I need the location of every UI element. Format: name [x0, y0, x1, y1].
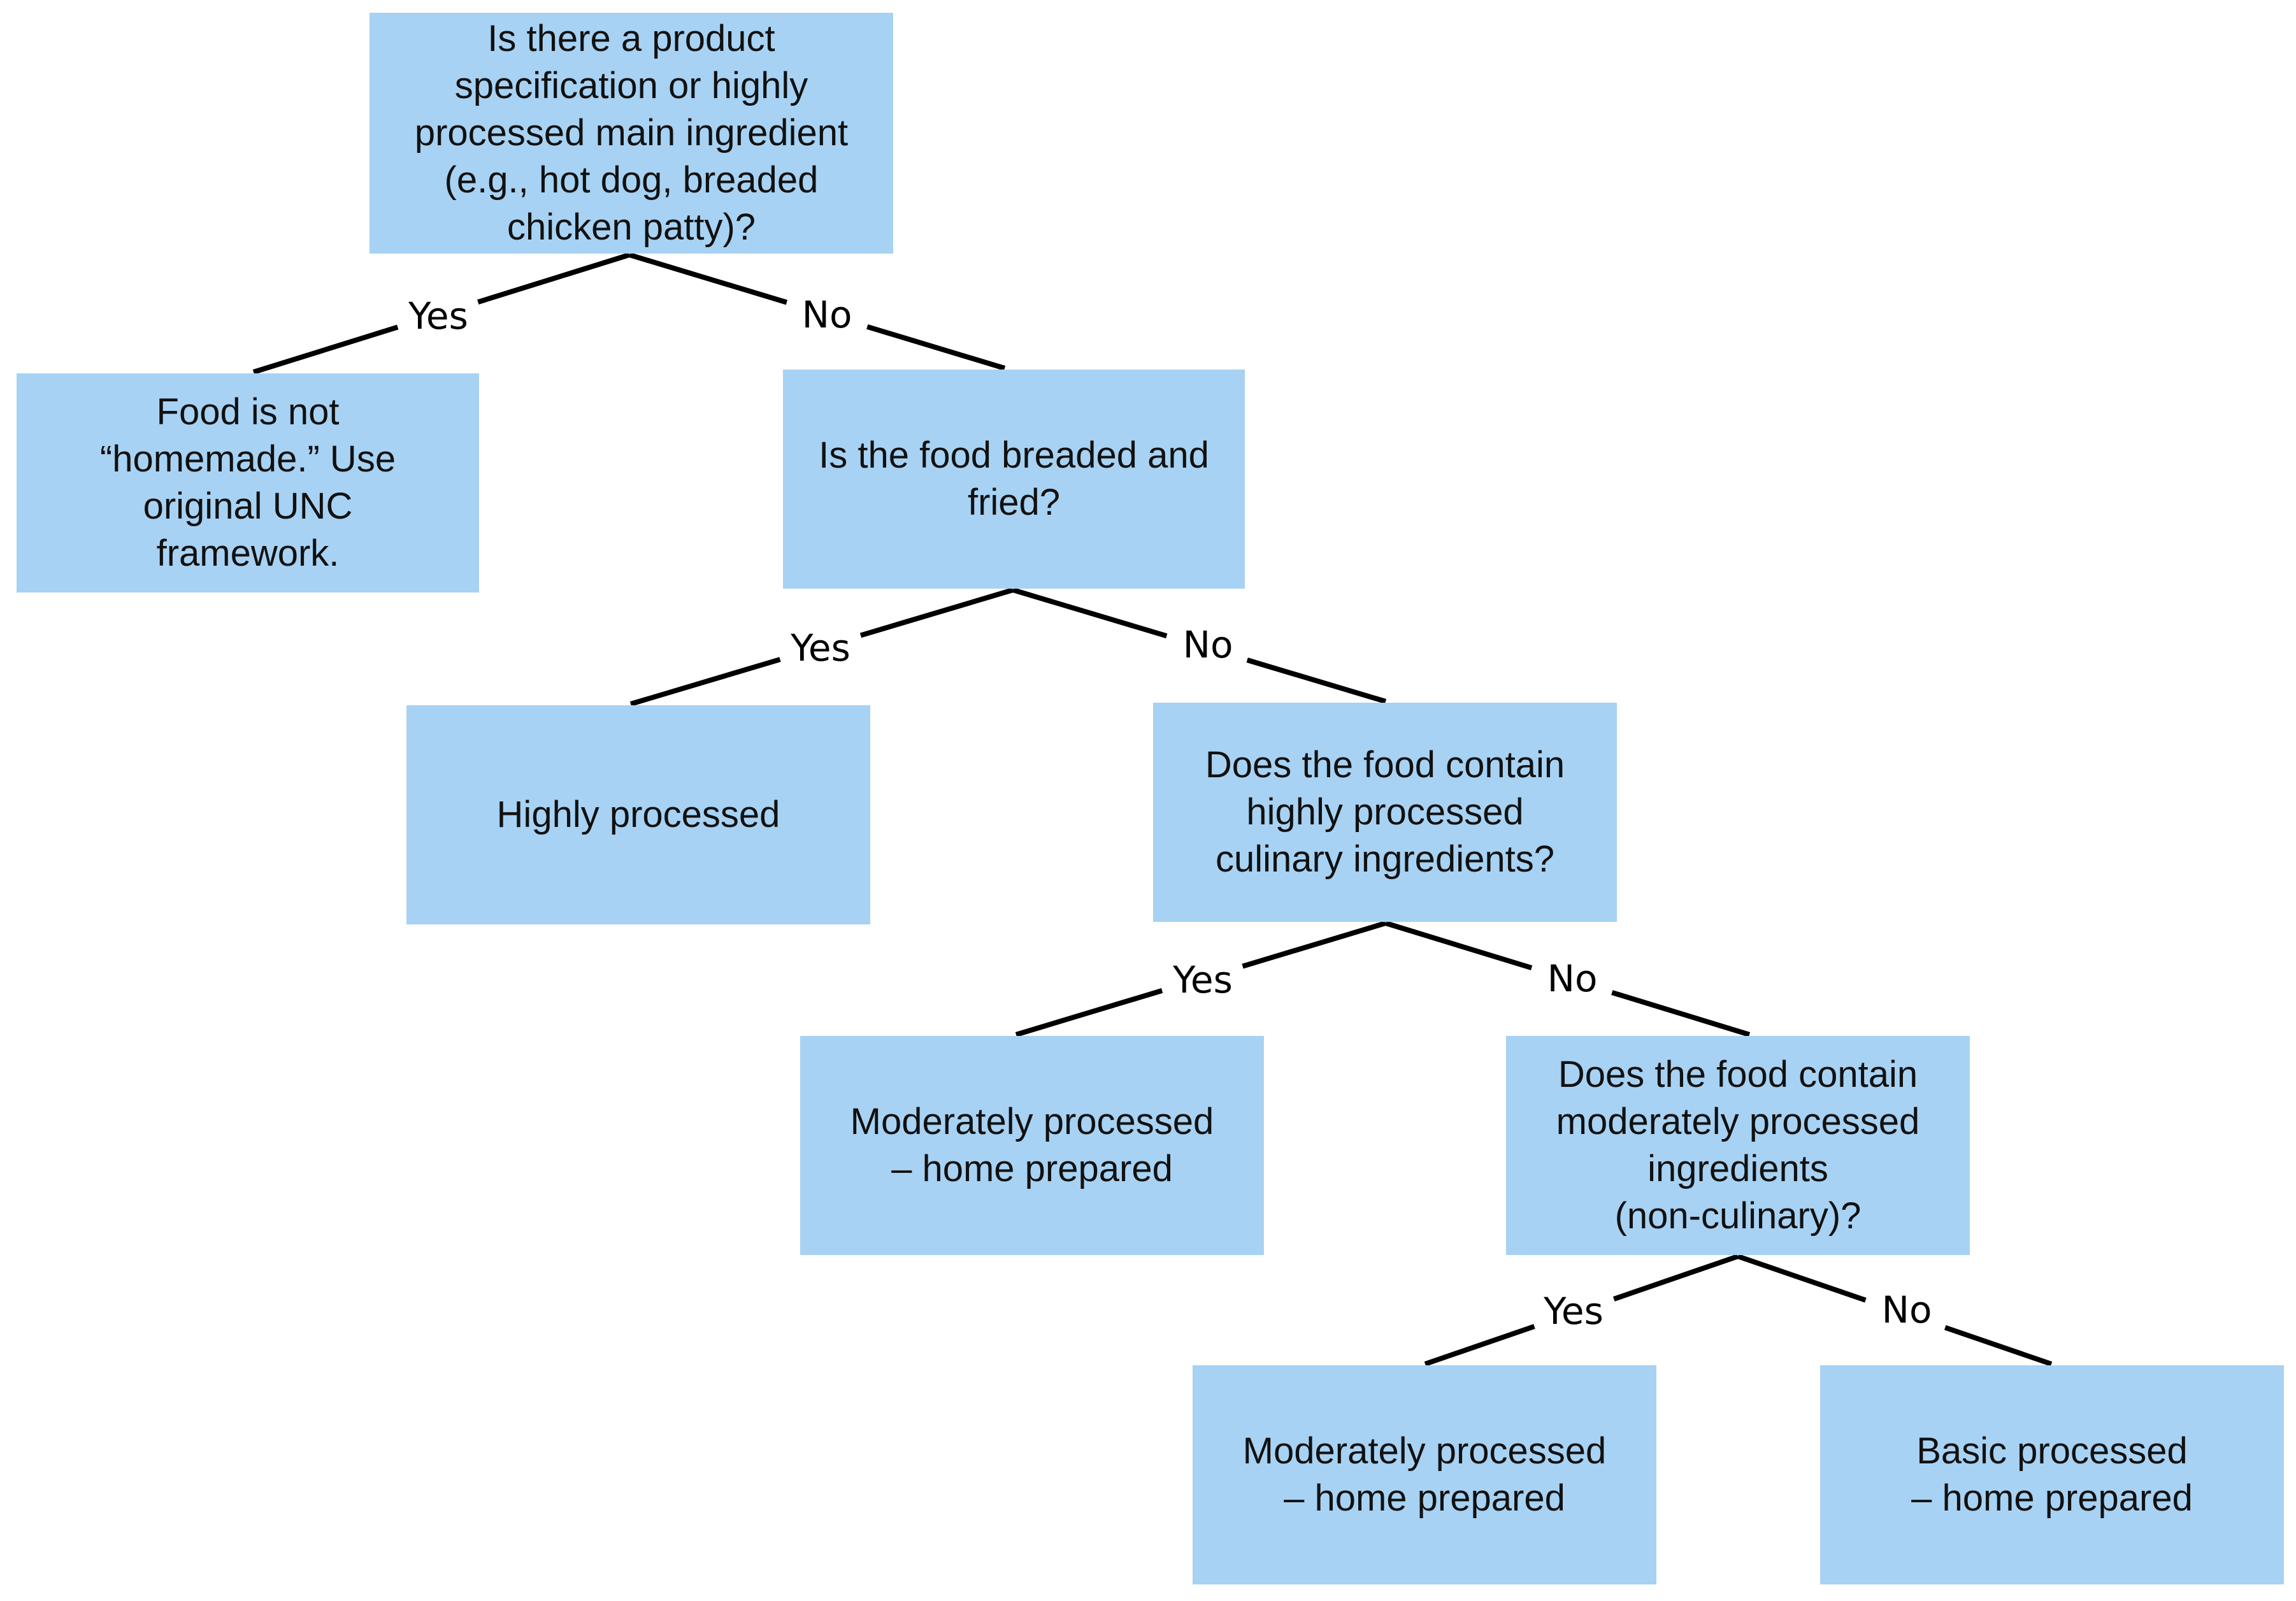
- node-product-specification-question: Is there a product specification or high…: [370, 13, 893, 254]
- edge-line: [866, 324, 1006, 371]
- node-text: Is the food breaded and fried?: [819, 434, 1209, 523]
- node-moderately-processed-1: Moderately processed – home prepared: [800, 1036, 1264, 1255]
- node-highly-processed: Highly processed: [406, 705, 870, 924]
- edge-line: [1424, 1324, 1535, 1367]
- node-text: Is there a product specification or high…: [414, 18, 849, 248]
- node-basic-processed: Basic processed – home prepared: [1820, 1365, 2284, 1584]
- edge-line: [628, 252, 788, 305]
- node-culinary-ingredients-question: Does the food contain highly processed c…: [1153, 703, 1617, 922]
- node-text: Food is not “homemade.” Use original UNC…: [99, 391, 396, 574]
- edge-line: [1611, 990, 1751, 1037]
- edge-label-no: No: [802, 293, 852, 336]
- edge-line: [477, 252, 631, 305]
- node-not-homemade: Food is not “homemade.” Use original UNC…: [17, 373, 479, 592]
- edge-label-no: No: [1882, 1288, 1932, 1332]
- node-breaded-fried-question: Is the food breaded and fried?: [783, 370, 1245, 589]
- edge-line: [859, 587, 1014, 638]
- edge-label-yes: Yes: [790, 626, 850, 670]
- node-moderately-processed-2: Moderately processed – home prepared: [1193, 1365, 1656, 1584]
- edge-label-yes: Yes: [408, 294, 468, 338]
- edge-label-yes: Yes: [1543, 1289, 1604, 1333]
- edge-line: [1246, 657, 1387, 704]
- edge-label-no: No: [1183, 623, 1233, 666]
- node-text: Basic processed – home prepared: [1911, 1430, 2193, 1519]
- node-non-culinary-question: Does the food contain moderately process…: [1506, 1036, 1970, 1255]
- edge-line: [1612, 1254, 1739, 1302]
- node-text: Moderately processed – home prepared: [850, 1101, 1214, 1189]
- edge-line: [1737, 1254, 1867, 1303]
- edge-line: [252, 324, 399, 375]
- edge-label-yes: Yes: [1172, 958, 1233, 1002]
- edge-line: [1944, 1325, 2053, 1367]
- node-text: Does the food contain highly processed c…: [1205, 744, 1565, 880]
- edge-line: [1384, 921, 1533, 971]
- edge-line: [1015, 988, 1163, 1037]
- node-text: Highly processed: [496, 794, 780, 835]
- node-text: Moderately processed – home prepared: [1242, 1430, 1607, 1519]
- edge-line: [1242, 921, 1387, 969]
- edge-line: [1012, 587, 1168, 639]
- edge-line: [629, 657, 781, 707]
- edge-label-no: No: [1547, 957, 1598, 1000]
- node-text: Does the food contain moderately process…: [1556, 1054, 1920, 1237]
